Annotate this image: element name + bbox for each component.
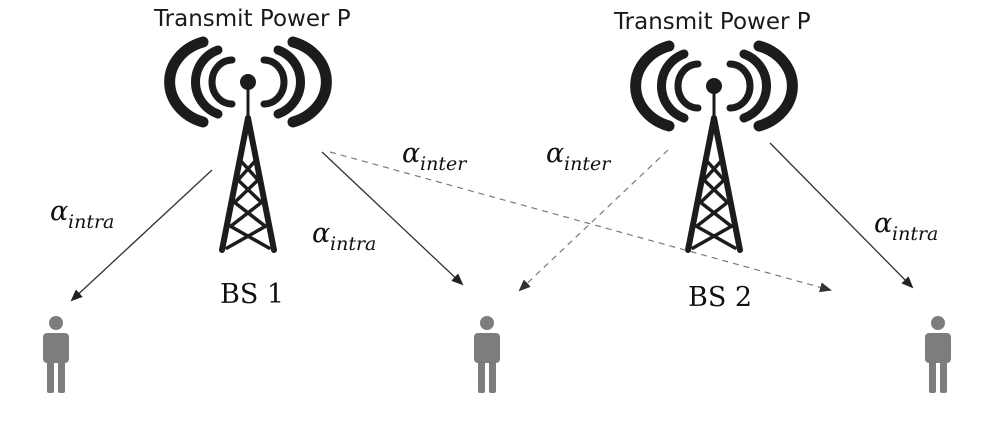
svg-text:α: α <box>312 218 330 249</box>
alpha-label-bs1-user-left: α intra <box>50 196 114 233</box>
link-bs1-user-left <box>70 169 213 302</box>
svg-text:inter: inter <box>564 153 612 175</box>
svg-text:α: α <box>402 138 420 169</box>
bs1-tower-icon <box>164 36 332 253</box>
bs1-power-label: Transmit Power P <box>153 6 351 32</box>
bs1-signal-waves-icon <box>164 36 332 128</box>
user-right-person-icon <box>925 316 951 393</box>
bs2-label: BS 2 <box>688 282 752 313</box>
link-bs1-user-mid <box>321 151 464 286</box>
svg-text:inter: inter <box>420 153 468 175</box>
user-left-person-icon <box>43 316 69 393</box>
link-bs2-user-mid <box>518 149 669 292</box>
alpha-label-bs1-user-right: α inter <box>402 138 468 175</box>
alpha-label-bs2-user-right: α intra <box>874 208 938 245</box>
bs1-label: BS 1 <box>220 279 284 310</box>
svg-text:α: α <box>50 196 68 227</box>
bs2-signal-waves-icon <box>630 40 798 132</box>
bs2-tower-icon <box>630 40 798 253</box>
link-bs1-user-right <box>329 151 832 293</box>
link-bs2-user-right <box>769 142 914 289</box>
svg-text:intra: intra <box>68 211 114 233</box>
svg-text:α: α <box>546 138 564 169</box>
bs2-power-label: Transmit Power P <box>613 9 811 35</box>
svg-text:α: α <box>874 208 892 239</box>
svg-text:intra: intra <box>330 233 376 255</box>
alpha-label-bs1-user-mid: α intra <box>312 218 376 255</box>
svg-text:intra: intra <box>892 223 938 245</box>
alpha-label-bs2-user-mid: α inter <box>546 138 612 175</box>
user-mid-person-icon <box>474 316 500 393</box>
